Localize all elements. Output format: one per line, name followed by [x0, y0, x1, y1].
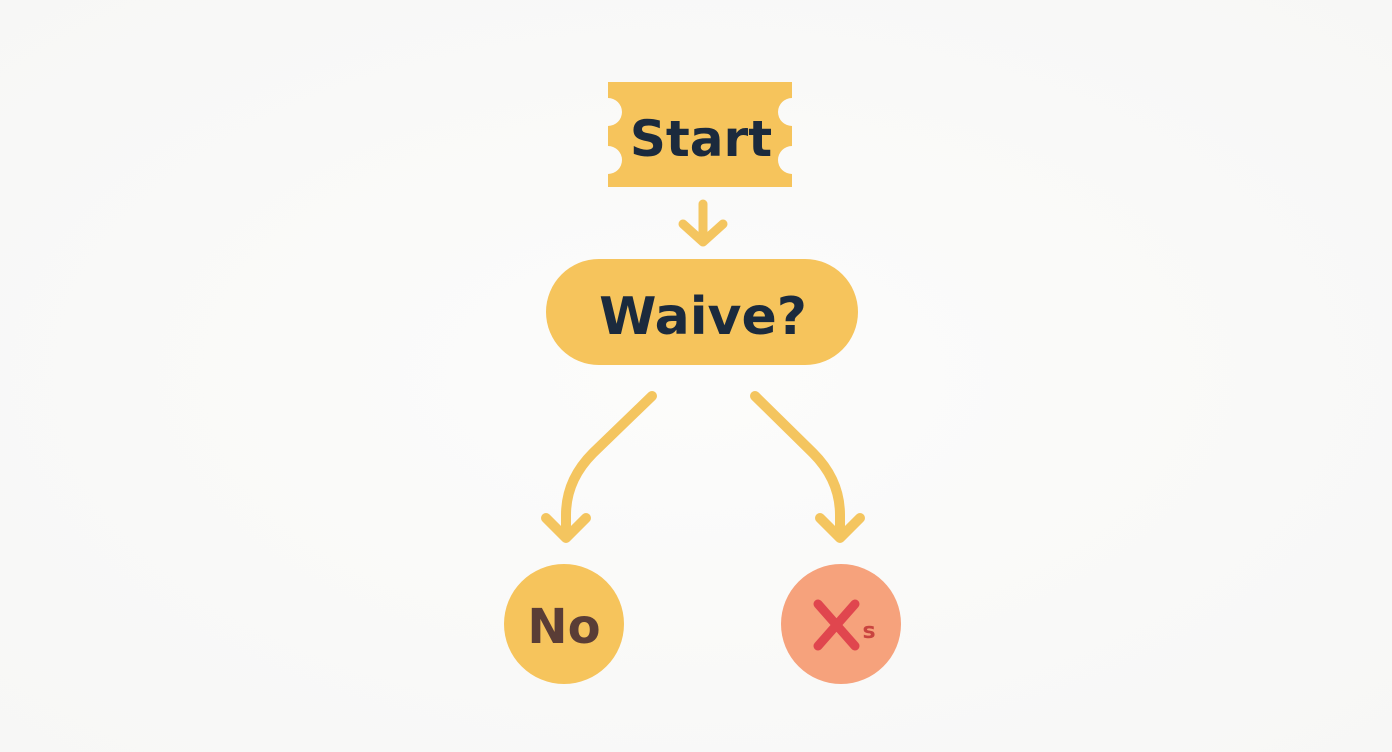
- arrowhead-left: [541, 513, 591, 543]
- connector-decision-to-reject: [750, 391, 865, 543]
- start-node: Start: [608, 82, 792, 187]
- reject-outcome-node: s: [781, 564, 901, 684]
- cross-icon: [813, 599, 860, 651]
- reject-outcome-label: s: [862, 619, 875, 644]
- arrowhead-right: [815, 513, 865, 543]
- no-outcome-node: No: [504, 564, 624, 684]
- start-node-shape: [608, 82, 792, 187]
- decision-node-label: Waive?: [599, 287, 807, 347]
- connector-left-curve: [561, 391, 657, 541]
- decision-node: Waive?: [546, 259, 858, 365]
- connector-right-curve: [750, 391, 845, 541]
- connector-decision-to-no: [541, 391, 657, 543]
- start-node-label: Start: [630, 110, 772, 168]
- arrowhead-start: [678, 219, 728, 247]
- decision-node-shape: [546, 259, 858, 365]
- connector-start-to-decision: [678, 199, 728, 247]
- no-outcome-label: No: [527, 599, 600, 655]
- no-outcome-shape: [504, 564, 624, 684]
